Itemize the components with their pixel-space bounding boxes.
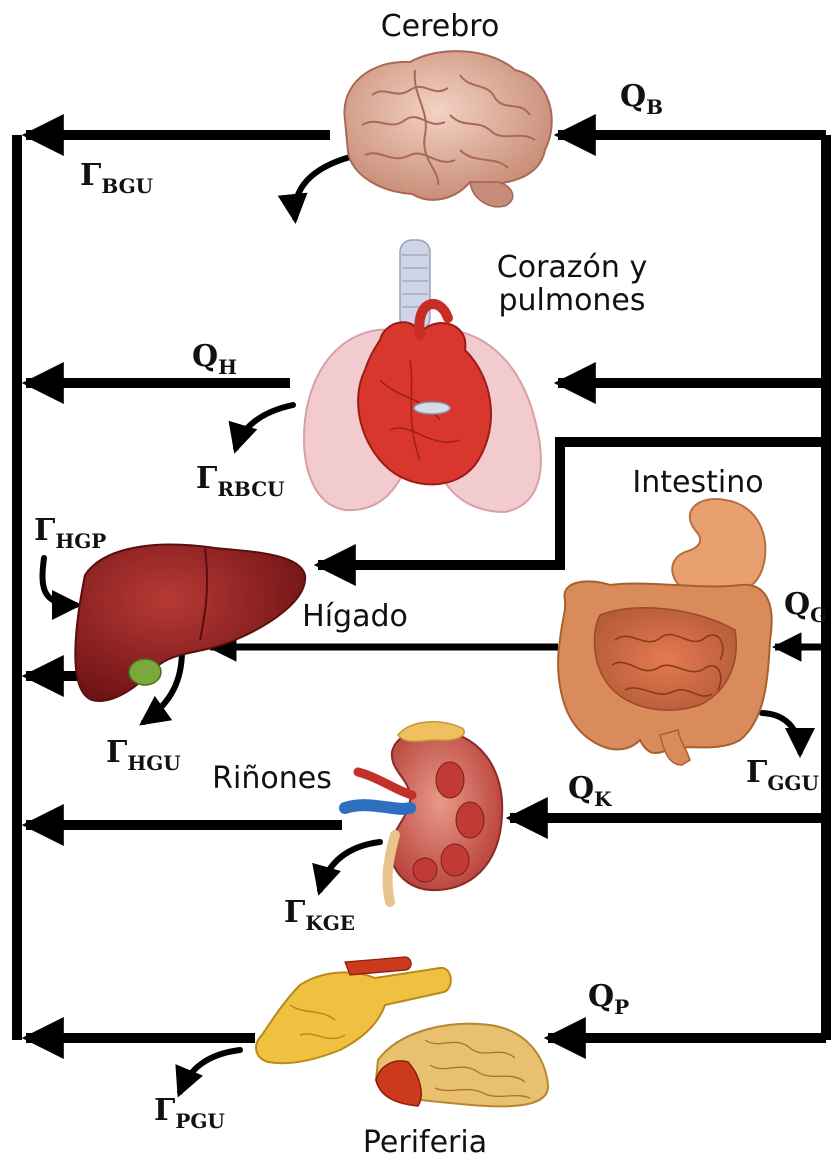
label-kidney: Riñones [212, 761, 332, 796]
hgu-arrow [139, 647, 185, 726]
pgu-arrow [175, 1047, 243, 1098]
kge-arrow [312, 839, 383, 896]
bgu-arrow [277, 154, 353, 224]
ggu-arrow [759, 710, 815, 758]
rate-arrows [39, 154, 815, 1098]
flow-label-qk: QK [568, 771, 612, 811]
rbcu-arrow [228, 402, 296, 454]
rate-label-hgp: ΓHGP [34, 513, 106, 553]
rate-label-rbcu: ΓRBCU [196, 461, 285, 501]
label-periphery: Periferia [363, 1125, 487, 1160]
flow-label-qb: QB [620, 79, 663, 119]
rate-label-kge: ΓKGE [284, 895, 355, 935]
flow-label-qg: QG [784, 587, 827, 627]
flow-label-qh: QH [192, 339, 237, 379]
hgp-arrow [39, 555, 82, 620]
rate-label-pgu: ΓPGU [154, 1093, 225, 1133]
label-liver: Hígado [302, 599, 408, 634]
label-heart-lungs-line1: Corazón y [497, 250, 647, 285]
label-brain: Cerebro [381, 9, 500, 44]
liver-arterial-arrow [313, 437, 826, 586]
rate-label-bgu: ΓBGU [80, 158, 153, 198]
gut-illustration [557, 498, 773, 766]
liver-illustration [74, 543, 307, 702]
kidney-illustration [339, 721, 504, 907]
flow-lines [12, 114, 831, 1059]
label-heart-lungs-line2: pulmones [498, 283, 645, 318]
brain-illustration [343, 50, 553, 208]
rate-label-hgu: ΓHGU [106, 735, 181, 775]
flow-label-qp: QP [588, 979, 629, 1019]
heart-lungs-illustration [303, 239, 542, 514]
label-gut: Intestino [632, 465, 763, 500]
rate-label-ggu: ΓGGU [746, 755, 819, 795]
periphery-illustration [255, 956, 550, 1108]
